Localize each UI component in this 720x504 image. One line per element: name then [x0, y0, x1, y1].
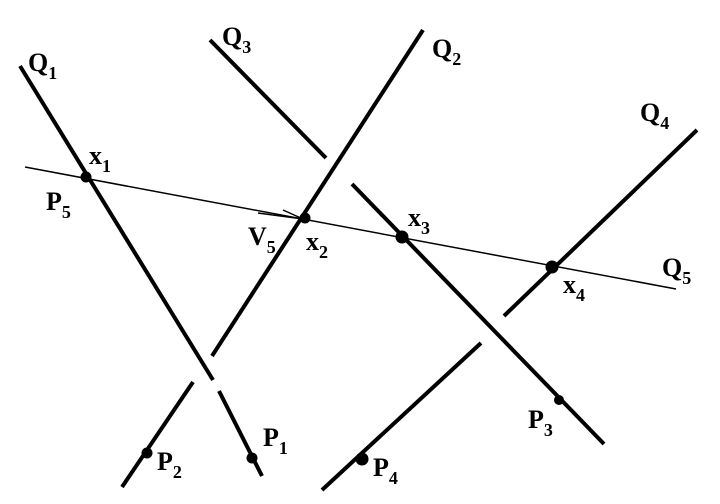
label-x3: x3	[408, 203, 430, 238]
point-x4	[545, 260, 559, 274]
label-p5: P5	[46, 187, 71, 222]
label-x1: x1	[89, 141, 111, 176]
label-v5: V5	[248, 222, 276, 257]
point-x2	[299, 212, 311, 224]
label-q3: Q3	[222, 22, 251, 57]
line-q1	[18, 64, 264, 477]
label-x4: x4	[563, 270, 585, 305]
label-q5: Q5	[662, 253, 691, 288]
line-q2	[120, 28, 425, 489]
point-p1	[246, 452, 258, 464]
point-x3	[395, 230, 409, 244]
label-p1: P1	[263, 423, 288, 458]
line-q4	[320, 128, 699, 492]
point-p2	[141, 447, 153, 459]
line-q5	[24, 166, 677, 290]
label-x2: x2	[306, 227, 328, 262]
point-x1	[80, 171, 92, 183]
label-q2: Q2	[432, 34, 461, 69]
label-q1: Q1	[28, 48, 57, 83]
label-p4: P4	[373, 453, 398, 488]
label-q4: Q4	[640, 98, 669, 133]
label-p2: P2	[157, 447, 182, 482]
label-p3: P3	[528, 405, 553, 440]
point-p3	[554, 395, 564, 405]
point-p4	[355, 452, 369, 466]
